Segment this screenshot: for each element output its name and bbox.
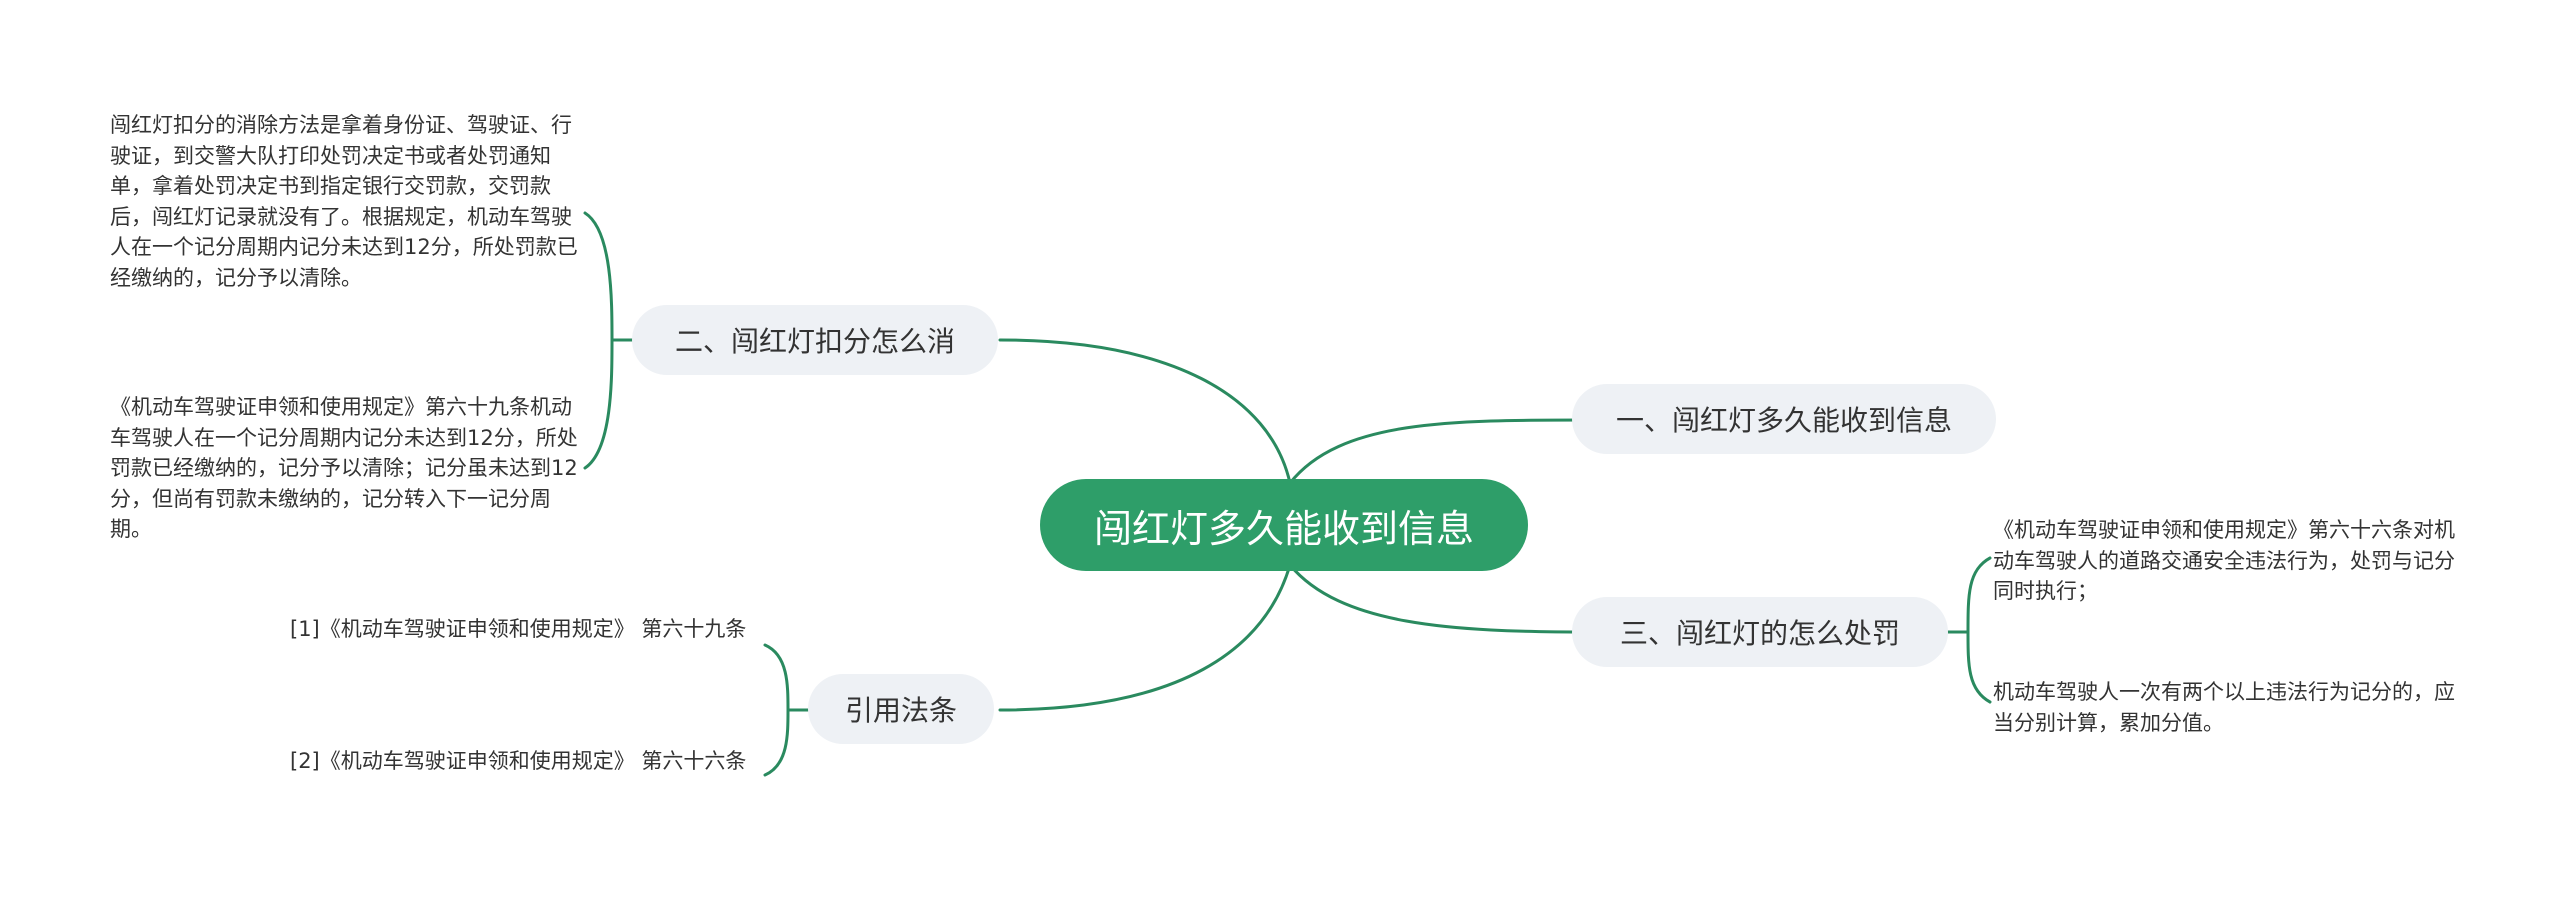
branch-node-2[interactable]: 二、闯红灯扣分怎么消 [632, 305, 998, 375]
branch-2-note-2: 《机动车驾驶证申领和使用规定》第六十九条机动车驾驶人在一个记分周期内记分未达到1… [110, 395, 578, 541]
branch-4-note-1: [1]《机动车驾驶证申领和使用规定》 第六十九条 [290, 617, 747, 641]
branch-3-note-2: 机动车驾驶人一次有两个以上违法行为记分的，应当分别计算，累加分值。 [1993, 680, 2455, 735]
root-node[interactable]: 闯红灯多久能收到信息 [1040, 479, 1528, 571]
edge-root-branch-4 [998, 563, 1292, 712]
branch-node-4[interactable]: 引用法条 [808, 674, 994, 744]
edge-branch-2-bracket [583, 211, 634, 470]
branch-node-1[interactable]: 一、闯红灯多久能收到信息 [1572, 384, 1996, 454]
branch-node-2-label: 二、闯红灯扣分怎么消 [674, 325, 955, 358]
edge-branch-4-bracket [763, 643, 810, 777]
edge-branch-3-bracket [1946, 556, 1992, 704]
branch-node-3-label: 三、闯红灯的怎么处罚 [1619, 617, 1900, 650]
branch-node-3[interactable]: 三、闯红灯的怎么处罚 [1572, 597, 1948, 667]
root-node-label: 闯红灯多久能收到信息 [1093, 506, 1474, 551]
edge-root-branch-1 [1288, 418, 1592, 485]
branch-3-note-1: 《机动车驾驶证申领和使用规定》第六十六条对机动车驾驶人的道路交通安全违法行为，处… [1993, 518, 2455, 603]
branch-node-1-label: 一、闯红灯多久能收到信息 [1615, 404, 1952, 437]
edge-root-branch-2 [998, 338, 1292, 485]
branch-node-4-label: 引用法条 [844, 694, 957, 727]
edge-root-branch-3 [1288, 563, 1592, 634]
branch-4-note-2: [2]《机动车驾驶证申领和使用规定》 第六十六条 [290, 749, 747, 773]
branch-2-note-1: 闯红灯扣分的消除方法是拿着身份证、驾驶证、行驶证，到交警大队打印处罚决定书或者处… [110, 113, 578, 290]
